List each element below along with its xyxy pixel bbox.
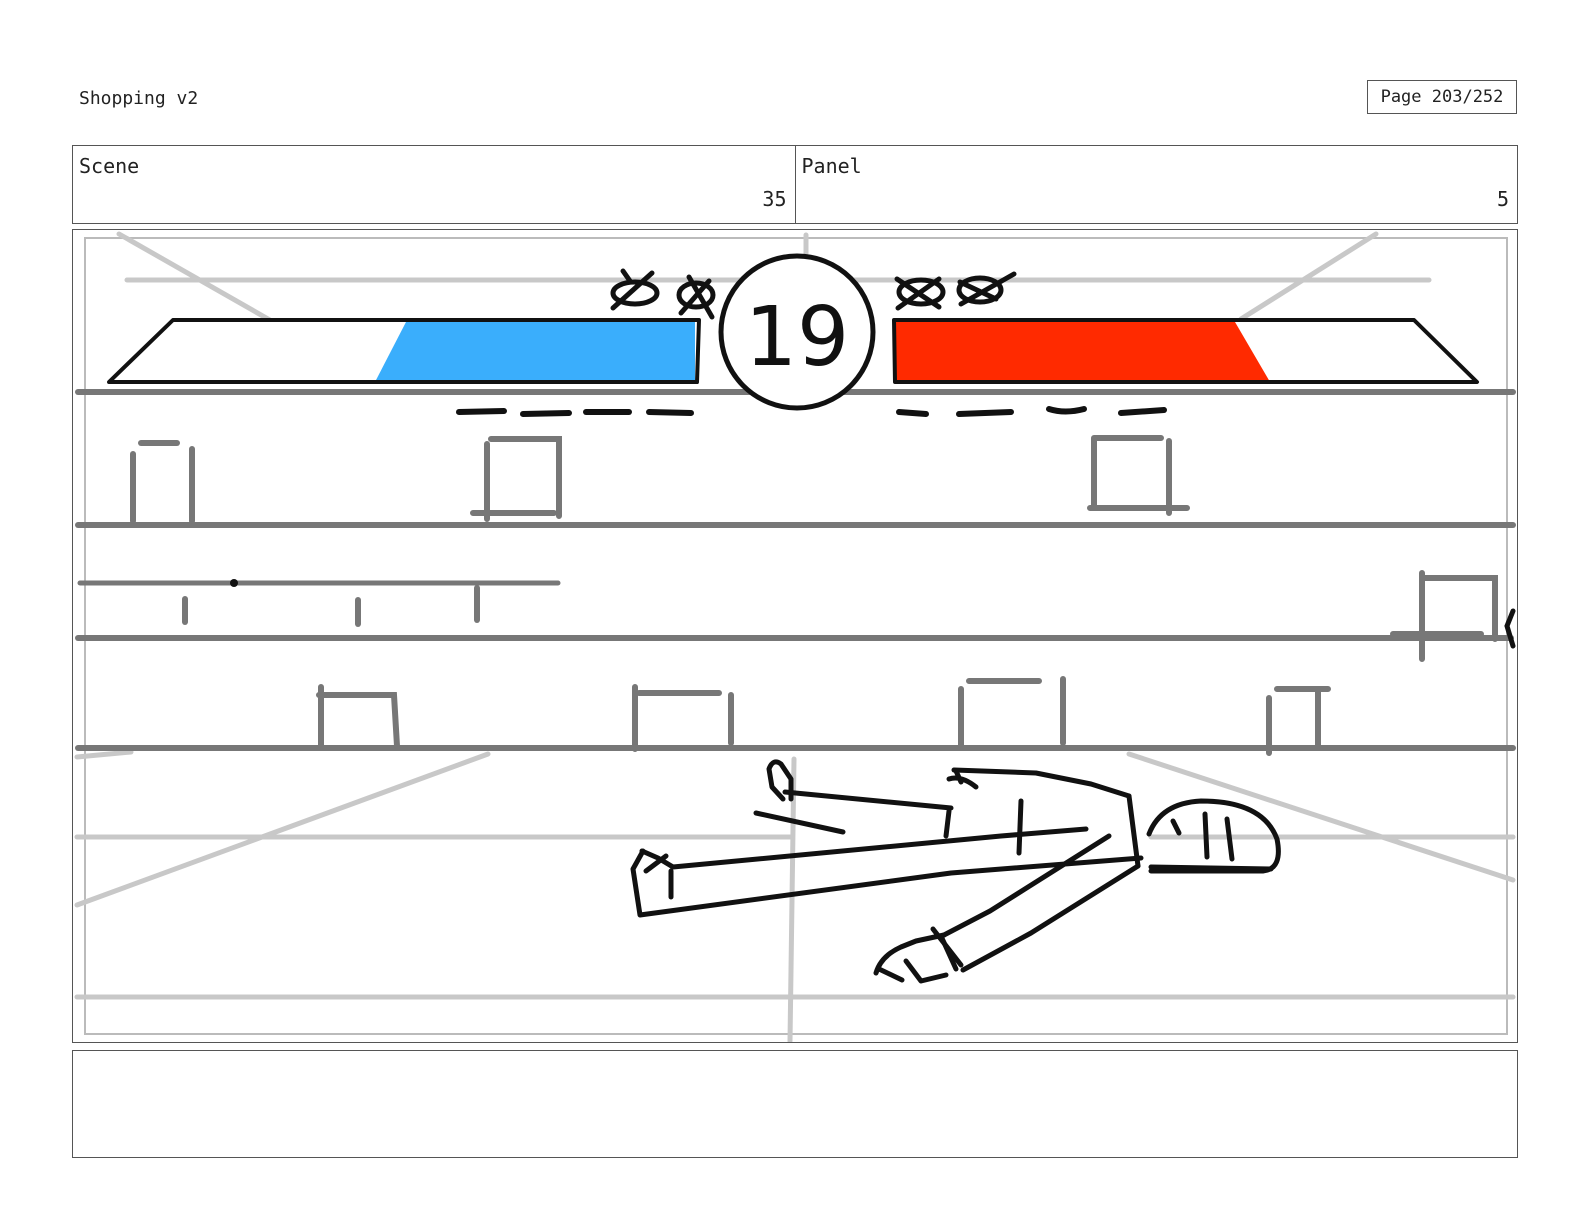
right-health-bar-fill: [896, 322, 1270, 382]
shelves: [75, 389, 1516, 751]
document-title: Shopping v2: [79, 88, 199, 109]
left-health-bar-fill: [375, 322, 695, 382]
shelf-dot: [230, 579, 238, 587]
storyboard-frame: 19: [72, 229, 1518, 1043]
panel-cell: Panel 5: [794, 146, 1518, 223]
fallen-character: [630, 759, 1281, 984]
right-health-bar-outline: [892, 318, 1479, 384]
right-round-marker-2: [956, 271, 1017, 307]
round-win-markers: [610, 268, 1017, 320]
panel-label: Panel: [801, 154, 862, 178]
right-round-marker-1: [894, 276, 946, 311]
right-health-bar: [892, 318, 1479, 384]
left-round-marker-1: [610, 268, 660, 311]
left-round-marker-2: [676, 274, 716, 320]
shelf-products: [130, 435, 1516, 756]
storyboard-sketch: 19: [74, 231, 1516, 1042]
round-timer-number: 19: [745, 290, 849, 385]
page-indicator: Page 203/252: [1367, 80, 1517, 114]
left-health-bar-outline: [107, 318, 701, 384]
scene-label: Scene: [79, 154, 140, 178]
left-health-bar: [107, 318, 701, 384]
scene-panel-header: Scene 35 Panel 5: [72, 145, 1518, 224]
scene-cell: Scene 35: [73, 146, 795, 223]
notes-box: [72, 1050, 1518, 1158]
panel-number: 5: [1496, 187, 1509, 211]
round-timer: 19: [718, 253, 876, 411]
name-placeholder-dashes: [456, 406, 1167, 417]
scene-number: 35: [762, 187, 787, 211]
round-timer-circle: [718, 253, 876, 411]
